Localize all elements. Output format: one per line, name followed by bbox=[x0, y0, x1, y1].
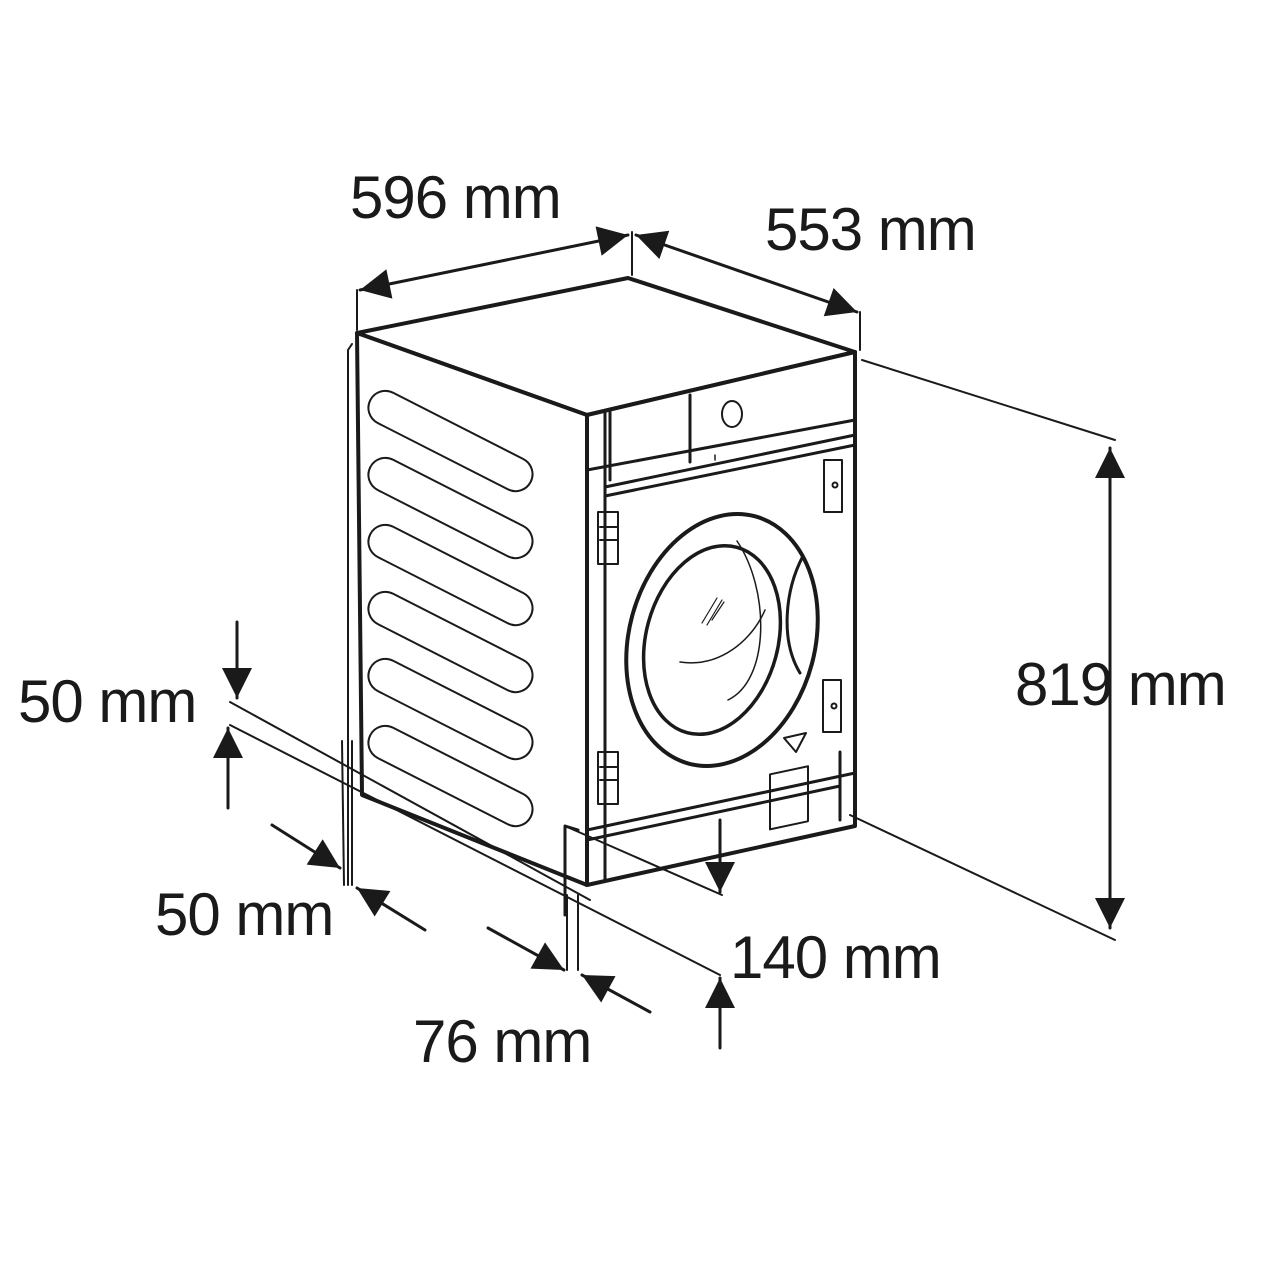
hinges bbox=[597, 459, 843, 805]
extension-lines bbox=[229, 231, 1116, 976]
side-gap-label: 50 mm bbox=[155, 881, 334, 948]
plinth-height-label: 140 mm bbox=[730, 924, 942, 991]
warning-triangle-icon bbox=[783, 732, 807, 753]
top-gap-label: 50 mm bbox=[18, 668, 197, 735]
dimension-arrows bbox=[213, 226, 1125, 1050]
height-label: 819 mm bbox=[1015, 651, 1227, 718]
width-label: 596 mm bbox=[350, 164, 562, 231]
side-gap-arrow-in bbox=[270, 823, 342, 870]
plinth-depth-label: 76 mm bbox=[413, 1008, 592, 1075]
depth-label: 553 mm bbox=[765, 196, 977, 263]
plinth-depth-arrow-out bbox=[580, 973, 652, 1014]
width-arrow bbox=[358, 226, 630, 299]
side-gap-arrow-out bbox=[355, 886, 427, 932]
door bbox=[624, 512, 820, 768]
plinth bbox=[563, 750, 857, 917]
control-panel bbox=[585, 393, 857, 498]
side-vents bbox=[367, 389, 534, 828]
plinth-depth-arrow-in bbox=[486, 926, 566, 972]
program-knob-icon bbox=[721, 400, 743, 428]
depth-arrow bbox=[634, 230, 859, 317]
